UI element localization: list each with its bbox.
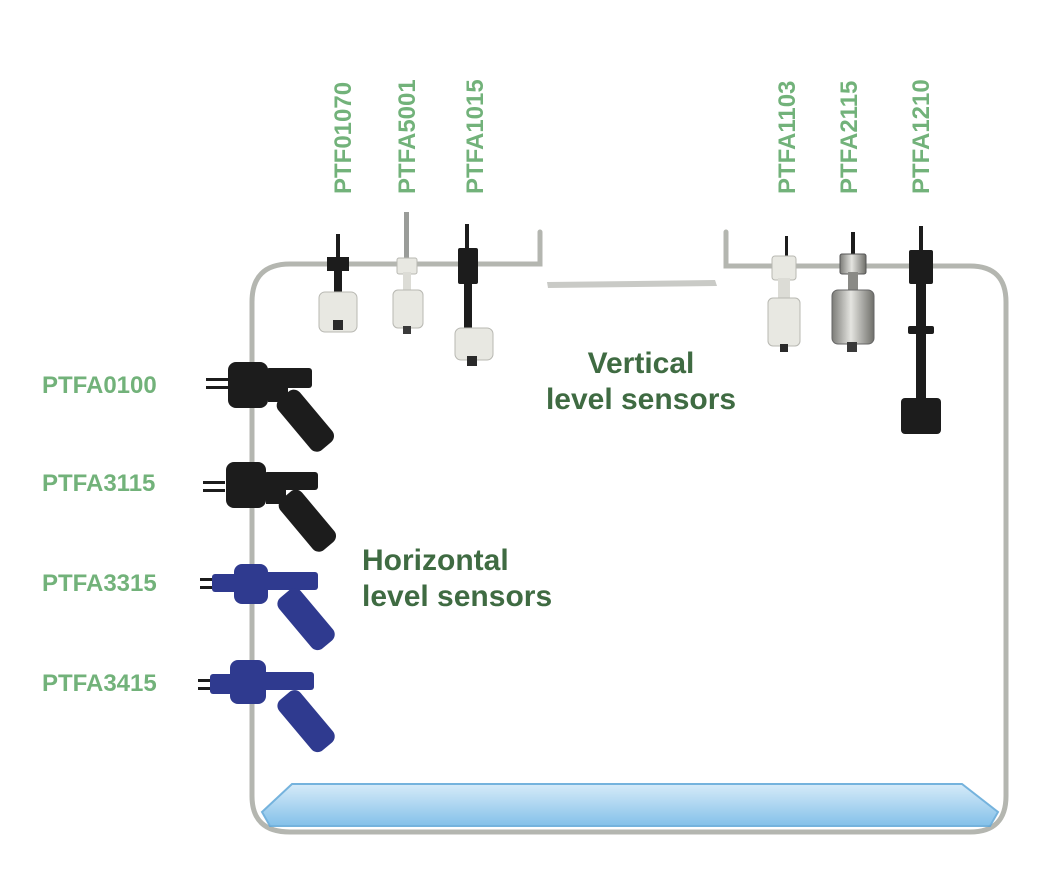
label-ptfa1015: PTFA1015 xyxy=(462,79,489,194)
label-ptfa3115: PTFA3115 xyxy=(42,470,156,497)
horizontal-title-line1: Horizontal xyxy=(362,544,509,577)
sensor-ptfa3115 xyxy=(203,462,337,552)
label-ptf01070: PTF01070 xyxy=(330,81,357,194)
label-ptfa0100: PTFA0100 xyxy=(42,372,157,399)
label-ptfa1103: PTFA1103 xyxy=(774,80,801,194)
label-ptfa1210: PTFA1210 xyxy=(908,79,935,194)
sensor-ptfa2115 xyxy=(831,232,875,352)
vertical-title-line1: Vertical xyxy=(587,347,695,380)
label-ptfa2115: PTFA2115 xyxy=(836,80,863,194)
horizontal-title-line2: level sensors xyxy=(362,580,553,613)
label-ptfa5001: PTFA5001 xyxy=(394,79,421,194)
sensor-ptfa5001 xyxy=(392,212,424,334)
sensor-ptfa1015 xyxy=(454,224,494,366)
horizontal-sensors-title: Horizontal level sensors xyxy=(362,543,552,615)
sensor-ptf01070 xyxy=(318,234,358,333)
sensor-ptfa3415 xyxy=(198,660,335,753)
water xyxy=(260,783,1000,827)
label-ptfa3415: PTFA3415 xyxy=(42,670,157,697)
vertical-title-line2: level sensors xyxy=(545,383,737,416)
sensor-ptfa0100 xyxy=(206,362,335,452)
sensor-ptfa1210 xyxy=(901,226,941,434)
vertical-sensors-title: Vertical level sensors xyxy=(536,346,746,418)
label-ptfa3315: PTFA3315 xyxy=(42,570,157,597)
tank-lid xyxy=(547,280,717,288)
sensor-ptfa3315 xyxy=(200,564,335,651)
sensor-ptfa1103 xyxy=(767,236,801,352)
tank-outline xyxy=(249,229,1009,835)
